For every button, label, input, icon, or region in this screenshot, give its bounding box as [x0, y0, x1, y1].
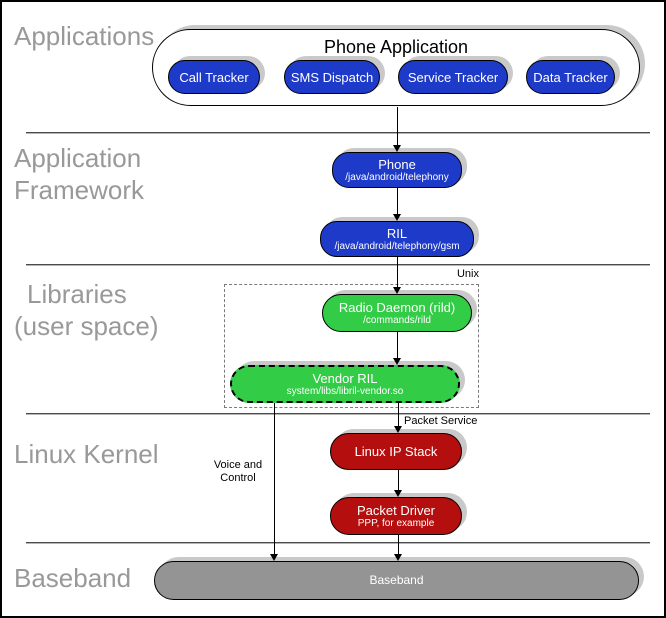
node-service-tracker: Service Tracker	[398, 60, 508, 94]
layer-label-line: Framework	[14, 175, 145, 205]
node-subtitle: system/libs/libril-vendor.so	[286, 385, 404, 397]
arrow-vendor-ril-to-baseband-voice	[274, 403, 275, 554]
arrowhead	[394, 554, 402, 561]
node-linux-ip-stack: Linux IP Stack	[330, 433, 462, 470]
node-phone: Phone /java/android/telephony	[332, 152, 462, 188]
node-baseband: Baseband	[154, 561, 639, 600]
arrow-app-to-phone	[397, 107, 398, 145]
node-title: RIL	[386, 225, 408, 241]
node-label: Service Tracker	[407, 69, 499, 85]
node-subtitle: PPP, for example	[357, 517, 435, 529]
node-vendor-ril: Vendor RIL system/libs/libril-vendor.so	[230, 365, 460, 403]
label-unix: Unix	[456, 268, 479, 280]
layer-label-libraries: Libraries (user space)	[14, 278, 159, 342]
layer-label-applications: Applications	[14, 21, 155, 51]
node-title: Packet Driver	[356, 502, 436, 518]
layer-label-linux-kernel: Linux Kernel	[14, 439, 159, 469]
phone-application-title: Phone Application	[323, 37, 469, 57]
layer-divider	[26, 132, 650, 133]
node-packet-driver: Packet Driver PPP, for example	[330, 497, 462, 535]
arrow-ip-stack-to-packet-driver	[398, 470, 399, 490]
node-ril: RIL /java/android/telephony/gsm	[320, 221, 474, 257]
node-title: Baseband	[369, 573, 424, 587]
arrowhead	[393, 358, 401, 365]
layer-label-application-framework: Application Framework	[14, 142, 144, 206]
arrowhead	[270, 554, 278, 561]
phone-application-group: Phone Application Call Tracker SMS Dispa…	[152, 29, 640, 106]
label-line: Control	[220, 472, 256, 484]
node-call-tracker: Call Tracker	[168, 60, 260, 94]
unix-boundary-box	[224, 284, 479, 408]
layer-label-baseband: Baseband	[14, 563, 132, 593]
node-radio-daemon: Radio Daemon (rild) /commands/rild	[322, 294, 472, 332]
node-subtitle: /java/android/telephony	[345, 171, 449, 183]
layer-divider	[26, 413, 650, 414]
arrowhead	[394, 490, 402, 497]
node-label: SMS Dispatch	[290, 69, 374, 85]
node-data-tracker: Data Tracker	[526, 60, 615, 94]
node-title: Vendor RIL	[312, 370, 378, 386]
node-title: Radio Daemon (rild)	[338, 299, 456, 315]
arrow-packet-driver-to-baseband	[398, 535, 399, 554]
layer-divider	[26, 542, 650, 543]
node-subtitle: /commands/rild	[363, 314, 431, 326]
node-sms-dispatch: SMS Dispatch	[284, 60, 380, 94]
label-packet-service: Packet Service	[404, 415, 478, 427]
arrow-ril-to-radio-daemon	[397, 257, 398, 287]
layer-label-line: (user space)	[14, 311, 159, 341]
node-label: Data Tracker	[533, 69, 608, 85]
arrow-phone-to-ril	[397, 188, 398, 215]
layer-label-line: Application	[14, 143, 142, 173]
layer-divider	[26, 264, 650, 265]
node-title: Phone	[378, 156, 416, 172]
node-subtitle: /java/android/telephony/gsm	[334, 240, 460, 252]
arrowhead	[393, 214, 401, 221]
label-voice-control: Voice and Control	[207, 459, 269, 485]
layer-label-line: Libraries	[27, 279, 127, 309]
node-title: Linux IP Stack	[354, 444, 438, 459]
arrow-radio-daemon-to-vendor-ril	[397, 332, 398, 358]
arrowhead	[394, 426, 402, 433]
arrowhead	[393, 145, 401, 152]
label-line: Voice and	[213, 459, 263, 471]
arrow-vendor-ril-to-ip-stack	[398, 403, 399, 426]
arrowhead	[393, 287, 401, 294]
node-label: Call Tracker	[179, 69, 249, 85]
